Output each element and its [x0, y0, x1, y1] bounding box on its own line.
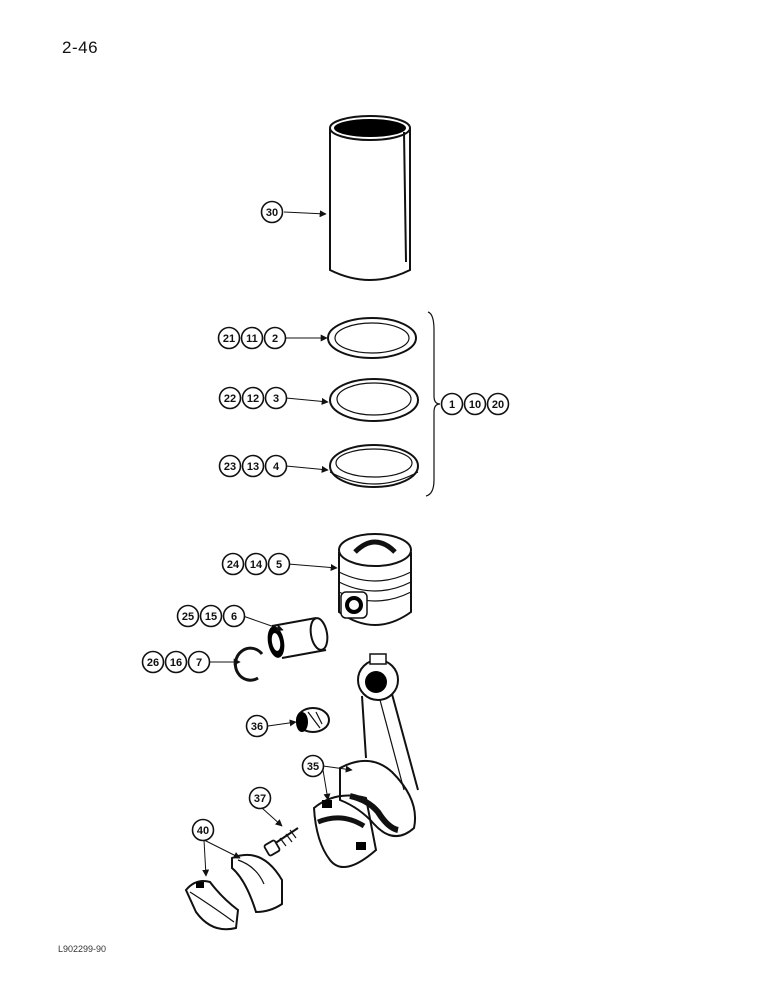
- callout-number: 6: [231, 611, 237, 623]
- piston-ring-middle: [329, 378, 419, 422]
- callout-number: 25: [182, 611, 194, 623]
- callout-number: 20: [492, 399, 504, 411]
- connecting-rod-cap: [312, 794, 378, 869]
- callout-number: 3: [273, 393, 279, 405]
- figure-code: L902299-90: [58, 944, 107, 954]
- callout-number: 15: [205, 611, 217, 623]
- callout-number: 10: [469, 399, 481, 411]
- ring-set-bracket: [425, 311, 441, 497]
- callout-number: 21: [223, 333, 235, 345]
- callout-number: 24: [227, 559, 240, 571]
- callout-number: 1: [449, 399, 455, 411]
- callout-bearing: 40: [191, 818, 215, 842]
- callout-number: 12: [247, 393, 259, 405]
- callout-number: 23: [224, 461, 236, 473]
- callout-rod: 35: [301, 754, 325, 778]
- bearing-shell-lower: [184, 880, 240, 931]
- rod-bolt: [263, 827, 299, 857]
- callout-number: 30: [266, 207, 278, 219]
- callout-number: 22: [224, 393, 236, 405]
- callout-number: 16: [170, 657, 182, 669]
- retainer-ring: [233, 646, 264, 682]
- page-number: 2-46: [62, 38, 99, 57]
- callout-number: 36: [251, 721, 263, 733]
- callout-piston-pin: 25 15 6: [176, 604, 246, 628]
- callout-number: 2: [272, 333, 278, 345]
- callout-number: 37: [254, 793, 266, 805]
- callout-number: 4: [273, 461, 280, 473]
- connecting-rod-bushing: [296, 707, 330, 733]
- callout-bolt: 37: [248, 786, 272, 810]
- callout-ring-top: 21 11 2: [217, 326, 287, 350]
- callout-piston: 24 14 5: [221, 552, 291, 576]
- piston: [338, 533, 412, 626]
- callout-number: 11: [246, 333, 258, 345]
- piston-ring-bottom: [329, 444, 419, 488]
- callout-ring-middle: 22 12 3: [218, 386, 288, 410]
- connecting-rod: [339, 653, 419, 837]
- callout-number: 35: [307, 761, 319, 773]
- callout-liner: 30: [260, 200, 284, 224]
- callout-number: 5: [276, 559, 282, 571]
- callout-number: 7: [196, 657, 202, 669]
- callout-number: 14: [250, 559, 263, 571]
- callout-number: 26: [147, 657, 159, 669]
- bearing-shell-upper: [231, 853, 283, 914]
- callout-retainer: 26 16 7: [141, 650, 211, 674]
- callout-ring-bottom: 23 13 4: [218, 454, 288, 478]
- callout-bushing: 36: [245, 714, 269, 738]
- piston-ring-top: [327, 317, 417, 359]
- cylinder-liner: [329, 115, 411, 281]
- piston-pin: [267, 617, 329, 659]
- callout-number: 13: [247, 461, 259, 473]
- callout-number: 40: [197, 825, 209, 837]
- leader-lines: [202, 210, 353, 877]
- callout-ring-set: 1 10 20: [440, 392, 510, 416]
